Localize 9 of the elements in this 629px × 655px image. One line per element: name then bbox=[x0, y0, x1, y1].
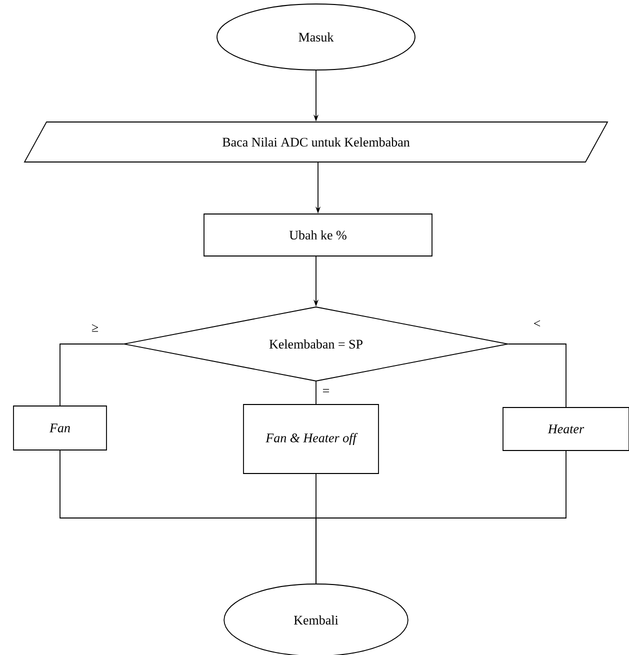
process-box: Fan & Heater off bbox=[243, 404, 379, 474]
edge-label: = bbox=[321, 388, 331, 396]
process-box: Heater bbox=[502, 407, 629, 451]
process-box: Fan bbox=[13, 406, 107, 450]
edge-label: < bbox=[532, 319, 542, 329]
connector-line bbox=[60, 344, 124, 406]
process-box: Ubah ke % bbox=[204, 214, 432, 256]
connector-line bbox=[508, 344, 566, 408]
edge-label: ≥ bbox=[90, 323, 100, 333]
